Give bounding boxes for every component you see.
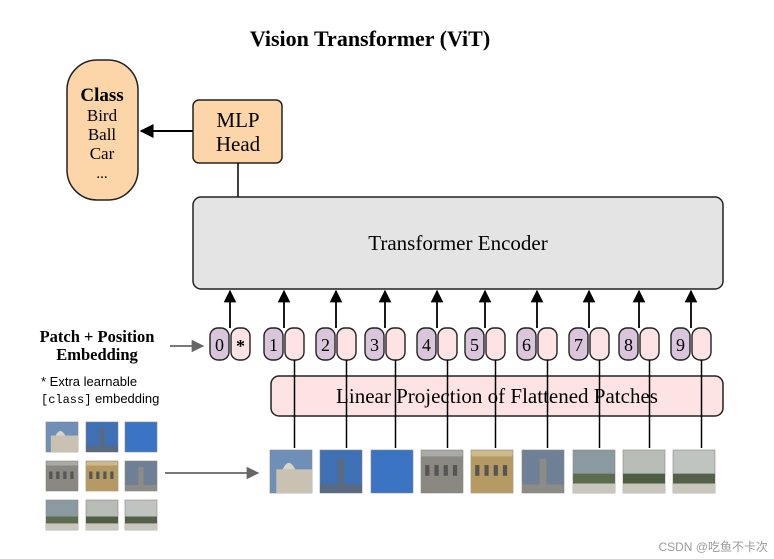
position-index-2: 2 — [321, 335, 330, 355]
row-patch-2 — [319, 449, 363, 494]
mlp-head-line2: Head — [216, 132, 261, 156]
token-5: 5 — [464, 327, 506, 361]
class-item-ball: Ball — [88, 125, 117, 144]
class-output-box — [66, 59, 139, 201]
position-embedding-6 — [516, 327, 537, 361]
row-patch-8 — [622, 449, 666, 494]
class-token-mark: * — [236, 336, 245, 356]
grid-patch-8 — [85, 499, 119, 531]
token-1: 1 — [263, 327, 305, 361]
patch-embedding-2 — [336, 327, 357, 361]
image-patch-grid — [45, 421, 158, 531]
position-embedding-1 — [263, 327, 284, 361]
position-embedding-4 — [416, 327, 437, 361]
class-embedding-note: [class] embedding — [41, 391, 159, 407]
class-item-bird: Bird — [87, 106, 118, 125]
position-index-5: 5 — [470, 335, 479, 355]
class-embedding-suffix: embedding — [91, 391, 159, 406]
position-embedding-9 — [670, 327, 691, 361]
linear-projection-label: Linear Projection of Flattened Patches — [336, 384, 658, 408]
position-index-0: 0 — [215, 335, 224, 355]
patch-embedding-4 — [437, 327, 458, 361]
class-token-embedding — [230, 327, 251, 361]
token-4: 4 — [416, 327, 458, 361]
grid-patch-7 — [45, 499, 79, 531]
transformer-encoder-box — [192, 196, 724, 290]
diagram-title: Vision Transformer (ViT) — [250, 26, 490, 51]
position-index-8: 8 — [624, 335, 633, 355]
position-embedding-3 — [364, 327, 385, 361]
watermark: CSDN @吃鱼不卡次 — [658, 540, 768, 554]
transformer-encoder-label: Transformer Encoder — [368, 231, 547, 255]
token-9: 9 — [670, 327, 712, 361]
row-patch-7 — [572, 449, 616, 494]
token-7: 7 — [568, 327, 610, 361]
class-item-ellipsis: ... — [96, 166, 107, 182]
position-index-6: 6 — [522, 335, 531, 355]
row-patch-4 — [420, 449, 464, 494]
patch-embedding-8 — [639, 327, 660, 361]
patch-embedding-7 — [589, 327, 610, 361]
token-8: 8 — [618, 327, 660, 361]
grid-patch-6 — [124, 460, 158, 492]
position-index-3: 3 — [370, 335, 379, 355]
grid-patch-2 — [85, 421, 119, 453]
position-embedding-0 — [209, 327, 230, 361]
embedding-label-line2: Embedding — [56, 345, 138, 364]
class-heading: Class — [80, 85, 123, 106]
token-6: 6 — [516, 327, 558, 361]
grid-patch-9 — [124, 499, 158, 531]
position-embedding-2 — [315, 327, 336, 361]
patch-input-lines — [293, 360, 703, 448]
position-index-4: 4 — [422, 335, 431, 355]
grid-patch-3 — [124, 421, 158, 453]
position-index-9: 9 — [676, 335, 685, 355]
extra-learnable-note: * Extra learnable — [41, 374, 137, 389]
row-patch-5 — [470, 449, 514, 494]
token-0: 0* — [209, 327, 251, 361]
embedding-label-line1: Patch + Position — [40, 327, 155, 346]
position-index-7: 7 — [574, 335, 583, 355]
row-patch-9 — [672, 449, 716, 494]
position-embedding-5 — [464, 327, 485, 361]
token-3: 3 — [364, 327, 406, 361]
linear-projection-box — [270, 375, 724, 417]
grid-patch-4 — [45, 460, 79, 492]
token-2: 2 — [315, 327, 357, 361]
mlp-head-line1: MLP — [216, 108, 259, 132]
row-patch-6 — [521, 449, 565, 494]
flattened-patch-row — [269, 449, 716, 494]
grid-patch-1 — [45, 421, 79, 453]
patch-embedding-9 — [691, 327, 712, 361]
position-embedding-8 — [618, 327, 639, 361]
token-arrows — [223, 289, 698, 328]
patch-embedding-1 — [284, 327, 305, 361]
row-patch-1 — [269, 449, 313, 494]
row-patch-3 — [370, 449, 414, 494]
grid-patch-5 — [85, 460, 119, 492]
position-embedding-7 — [568, 327, 589, 361]
class-code-token: [class] — [41, 393, 91, 407]
class-item-car: Car — [90, 144, 115, 163]
patch-embedding-6 — [537, 327, 558, 361]
patch-embedding-5 — [485, 327, 506, 361]
patch-embedding-3 — [385, 327, 406, 361]
position-index-1: 1 — [269, 335, 278, 355]
